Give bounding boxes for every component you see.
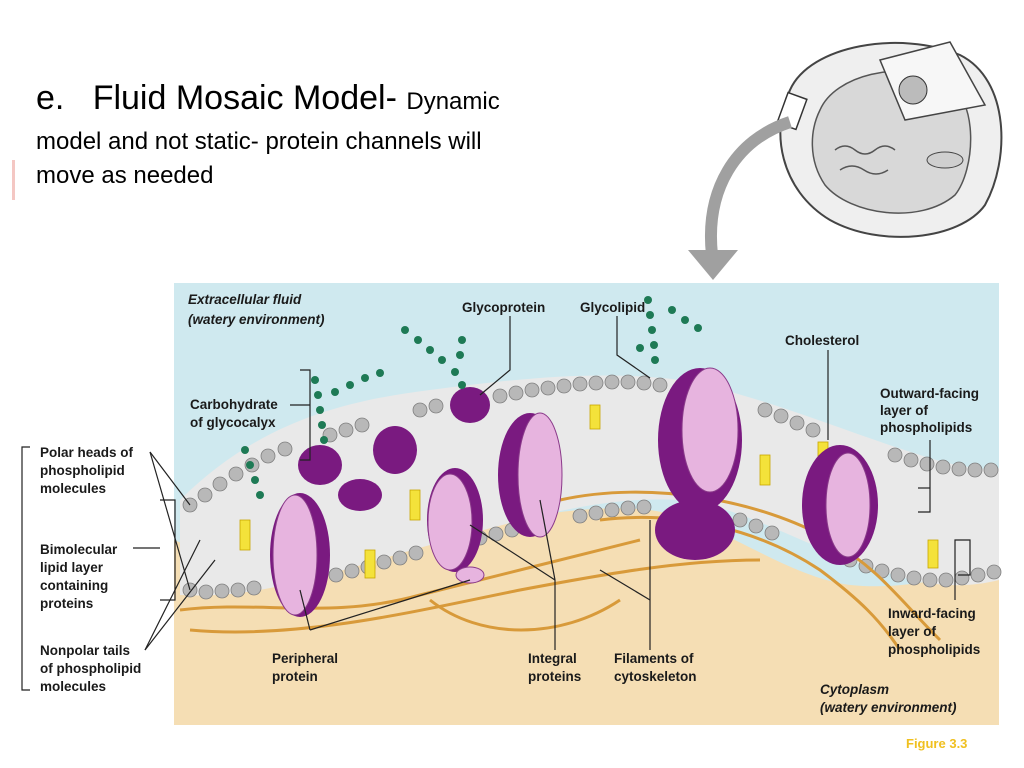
label-polar-2: phospholipid (40, 463, 125, 478)
label-carbohydrate-1: Carbohydrate (190, 397, 278, 412)
label-filaments-1: Filaments of (614, 651, 694, 666)
label-outward-2: layer of (880, 403, 929, 418)
label-polar-1: Polar heads of (40, 445, 134, 460)
heading-main: Fluid Mosaic Model- (92, 79, 397, 117)
label-polar-3: molecules (40, 481, 106, 496)
label-cytoplasm-2: (watery environment) (820, 700, 957, 715)
label-integral-2: proteins (528, 669, 581, 684)
label-bimolecular-4: proteins (40, 596, 93, 611)
slide-accent-mark (12, 160, 15, 200)
label-outward-1: Outward-facing (880, 386, 979, 401)
zoom-arrow (688, 116, 792, 280)
label-glycoprotein: Glycoprotein (462, 300, 545, 315)
label-bimolecular-2: lipid layer (40, 560, 104, 575)
label-nonpolar-2: of phospholipid (40, 661, 141, 676)
label-extracellular-1: Extracellular fluid (188, 292, 302, 307)
carbohydrate-chains (241, 296, 702, 499)
slide-heading: e. Fluid Mosaic Model- Dynamic model and… (36, 78, 596, 193)
label-filaments-2: cytoskeleton (614, 669, 697, 684)
label-nonpolar-3: molecules (40, 679, 106, 694)
membrane-proteins (270, 367, 878, 617)
label-extracellular-2: (watery environment) (188, 312, 325, 327)
label-outward-3: phospholipids (880, 420, 972, 435)
label-bimolecular-3: containing (40, 578, 108, 593)
cell-illustration (776, 41, 1003, 238)
label-nonpolar-1: Nonpolar tails (40, 643, 130, 658)
heading-tail: Dynamic (406, 88, 500, 115)
label-glycolipid: Glycolipid (580, 300, 645, 315)
diagram-labels: Extracellular fluid (watery environment)… (40, 292, 980, 715)
label-integral-1: Integral (528, 651, 577, 666)
label-carbohydrate-2: of glycocalyx (190, 415, 276, 430)
label-peripheral-2: protein (272, 669, 318, 684)
heading-line2: model and not static- protein channels w… (36, 127, 482, 155)
figure-caption: Figure 3.3 (906, 736, 968, 751)
heading-prefix: e. (36, 79, 65, 117)
heading-line3: move as needed (36, 161, 214, 189)
label-peripheral-1: Peripheral (272, 651, 338, 666)
label-inward-1: Inward-facing (888, 606, 976, 621)
label-cholesterol: Cholesterol (785, 333, 859, 348)
label-inward-3: phospholipids (888, 642, 980, 657)
label-bimolecular-1: Bimolecular (40, 542, 118, 557)
label-cytoplasm-1: Cytoplasm (820, 682, 889, 697)
leader-lines (21, 316, 971, 691)
label-inward-2: layer of (888, 624, 937, 639)
